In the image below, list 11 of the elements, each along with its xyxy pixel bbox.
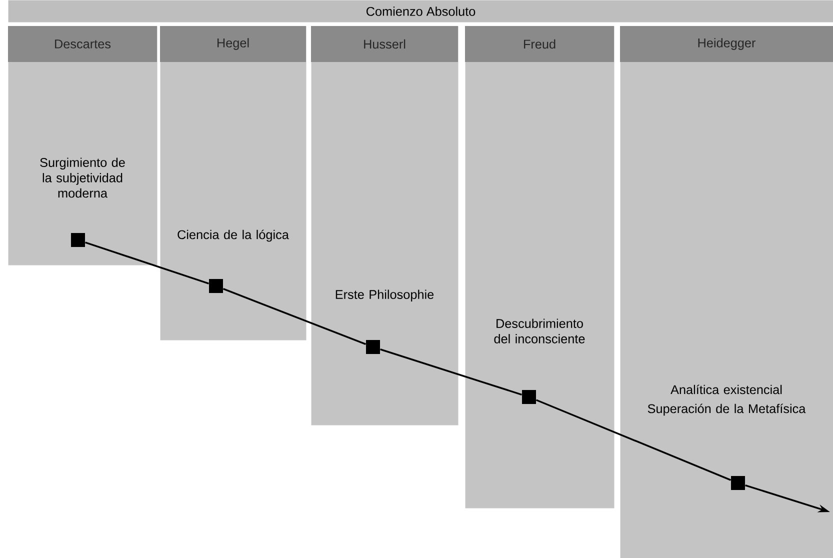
square-marker <box>522 390 536 404</box>
square-marker <box>209 279 223 293</box>
square-marker <box>366 340 380 354</box>
square-marker <box>71 233 85 247</box>
column-panel: Freud Descubrimiento del inconsciente <box>465 26 614 508</box>
square-marker <box>731 476 745 490</box>
column-panel: Hegel Ciencia de la lógica <box>160 26 306 340</box>
column-panel: Descartes Surgimiento de la subjetividad moderna <box>8 26 158 266</box>
column-panel: Husserl Erste Philosophie <box>311 26 458 426</box>
title-band: Comienzo Absoluto <box>8 0 833 22</box>
column-panel: Heidegger Analítica existencial Superación de la Metafísica <box>620 26 833 558</box>
